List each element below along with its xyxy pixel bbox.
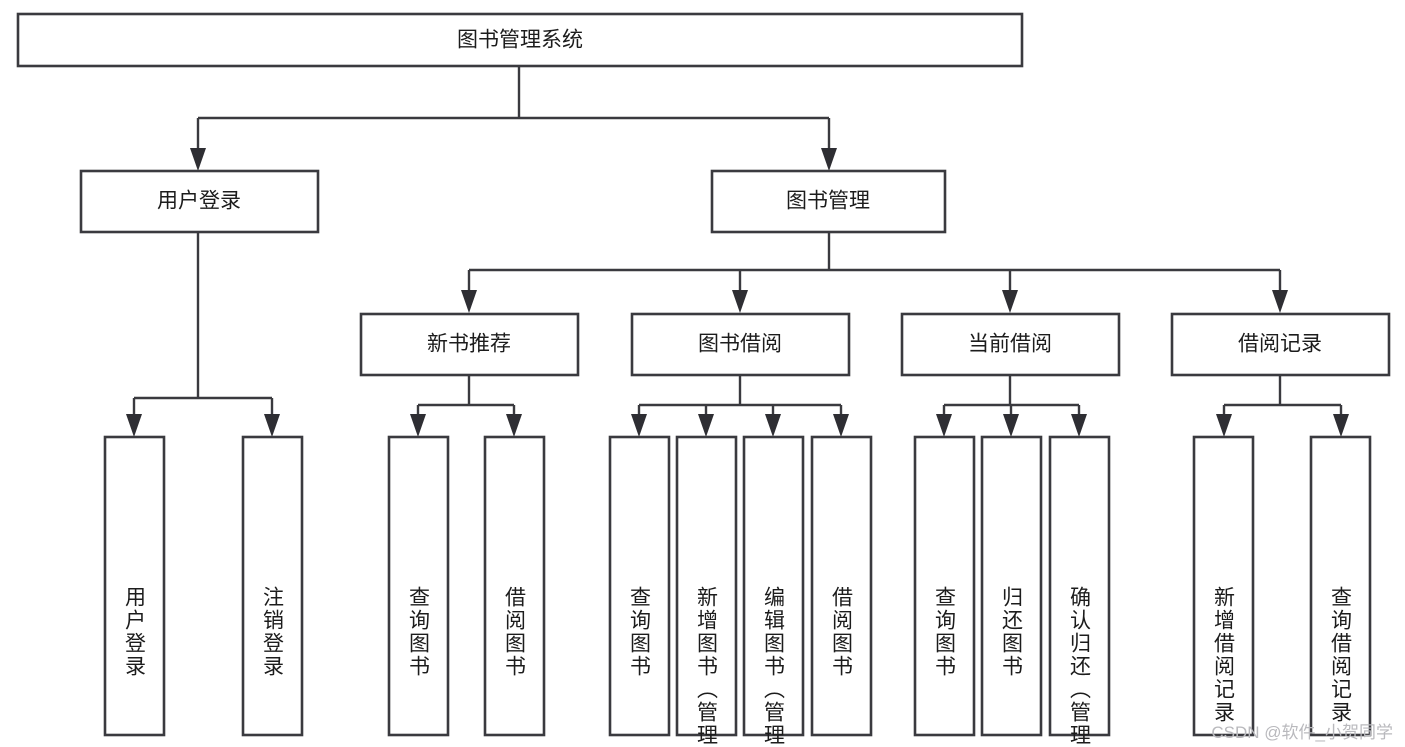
arrow-head-borrow-add (698, 414, 714, 437)
connector-root-to-level2 (190, 66, 837, 171)
node-leaf-user-logout-box[interactable] (241, 435, 304, 737)
node-leaf-records-add[interactable]: 新增借阅记录 (1192, 435, 1255, 737)
arrow-head-newbook-query (410, 414, 426, 437)
arrow-head-user-login (126, 414, 142, 437)
arrow-head-current-return (1003, 414, 1019, 437)
node-borrow[interactable]: 图书借阅 (630, 312, 851, 377)
node-borrow-box[interactable] (630, 312, 851, 377)
arrow-head-current-query (936, 414, 952, 437)
arrow-head-records-query (1333, 414, 1349, 437)
connector-login-to-leaves (126, 232, 280, 437)
node-leaf-current-return-label: 归还图书 (1000, 586, 1024, 678)
node-leaf-current-confirm[interactable]: 确认归还（管理员） (1048, 435, 1111, 747)
node-leaf-user-login-label: 用户登录 (123, 586, 147, 678)
node-bookmgmt-box[interactable] (710, 169, 947, 234)
node-leaf-borrow-query[interactable]: 查询图书 (608, 435, 671, 737)
arrow-head-newbook-borrow (506, 414, 522, 437)
connector-records-to-leaves (1216, 375, 1349, 437)
node-leaf-records-add-box[interactable] (1192, 435, 1255, 737)
node-leaf-current-query-label: 查询图书 (933, 586, 957, 678)
node-leaf-current-confirm-box[interactable] (1048, 435, 1111, 737)
node-leaf-newbook-borrow-label: 借阅图书 (503, 586, 527, 678)
connector-newbook-to-leaves (410, 375, 522, 437)
node-leaf-user-logout-label: 注销登录 (261, 586, 285, 678)
node-leaf-records-query[interactable]: 查询借阅记录 (1309, 435, 1372, 737)
node-leaf-records-query-label: 查询借阅记录 (1329, 586, 1353, 724)
node-records-label: 借阅记录 (1238, 333, 1322, 356)
node-leaf-newbook-borrow-box[interactable] (483, 435, 546, 737)
node-leaf-borrow-add[interactable]: 新增图书（管理员） (675, 435, 738, 747)
node-leaf-borrow-query-box[interactable] (608, 435, 671, 737)
node-leaf-borrow-add-box[interactable] (675, 435, 738, 737)
arrow-head-bookmgmt (821, 148, 837, 171)
node-leaf-borrow-lend-box[interactable] (810, 435, 873, 737)
node-records[interactable]: 借阅记录 (1170, 312, 1391, 377)
node-leaf-borrow-edit-box[interactable] (742, 435, 805, 737)
node-newbook[interactable]: 新书推荐 (359, 312, 580, 377)
node-bookmgmt-label: 图书管理 (786, 190, 870, 213)
node-leaf-user-login-box[interactable] (103, 435, 166, 737)
arrow-head-records-add (1216, 414, 1232, 437)
node-current[interactable]: 当前借阅 (900, 312, 1121, 377)
node-leaf-borrow-add-label: 新增图书（管理员） (695, 586, 719, 747)
node-leaf-current-confirm-label: 确认归还（管理员） (1068, 586, 1092, 747)
arrow-head-current (1002, 290, 1018, 313)
node-leaf-borrow-lend[interactable]: 借阅图书 (810, 435, 873, 737)
node-login-box[interactable] (79, 169, 320, 234)
node-borrow-label: 图书借阅 (698, 333, 782, 356)
node-leaf-records-query-box[interactable] (1309, 435, 1372, 737)
node-leaf-current-query-box[interactable] (913, 435, 976, 737)
node-root-box[interactable] (16, 12, 1024, 68)
node-root-label: 图书管理系统 (457, 29, 583, 52)
connector-current-to-leaves (936, 375, 1087, 437)
node-current-label: 当前借阅 (968, 333, 1052, 356)
node-leaf-current-return-box[interactable] (980, 435, 1043, 737)
node-leaf-user-logout[interactable]: 注销登录 (241, 435, 304, 737)
node-leaf-borrow-edit-label: 编辑图书（管理员） (762, 586, 786, 747)
arrow-head-borrow (732, 290, 748, 313)
node-leaf-borrow-edit[interactable]: 编辑图书（管理员） (742, 435, 805, 747)
csdn-watermark: CSDN @软件_小贺同学 (1211, 723, 1393, 742)
node-newbook-box[interactable] (359, 312, 580, 377)
connector-bookmgmt-to-level3 (461, 233, 1288, 313)
node-bookmgmt[interactable]: 图书管理 (710, 169, 947, 234)
node-leaf-borrow-lend-label: 借阅图书 (830, 586, 854, 678)
node-leaf-newbook-query[interactable]: 查询图书 (387, 435, 450, 737)
node-leaf-newbook-query-label: 查询图书 (407, 586, 431, 678)
node-current-box[interactable] (900, 312, 1121, 377)
node-root[interactable]: 图书管理系统 (16, 12, 1024, 68)
arrow-head-borrow-lend (833, 414, 849, 437)
node-records-box[interactable] (1170, 312, 1391, 377)
arrow-head-borrow-edit (765, 414, 781, 437)
node-leaf-user-login[interactable]: 用户登录 (103, 435, 166, 737)
node-leaf-newbook-query-box[interactable] (387, 435, 450, 737)
connector-borrow-to-leaves (631, 375, 849, 437)
arrow-head-login (190, 148, 206, 171)
node-leaf-newbook-borrow[interactable]: 借阅图书 (483, 435, 546, 737)
node-leaf-current-query[interactable]: 查询图书 (913, 435, 976, 737)
node-login[interactable]: 用户登录 (79, 169, 320, 234)
node-newbook-label: 新书推荐 (427, 333, 511, 356)
node-leaf-borrow-query-label: 查询图书 (628, 586, 652, 678)
arrow-head-records (1272, 290, 1288, 313)
node-leaf-current-return[interactable]: 归还图书 (980, 435, 1043, 737)
arrow-head-current-confirm (1071, 414, 1087, 437)
node-leaf-records-add-label: 新增借阅记录 (1212, 586, 1236, 724)
arrow-head-newbook (461, 290, 477, 313)
node-login-label: 用户登录 (157, 190, 241, 213)
arrow-head-user-logout (264, 414, 280, 437)
arrow-head-borrow-query (631, 414, 647, 437)
